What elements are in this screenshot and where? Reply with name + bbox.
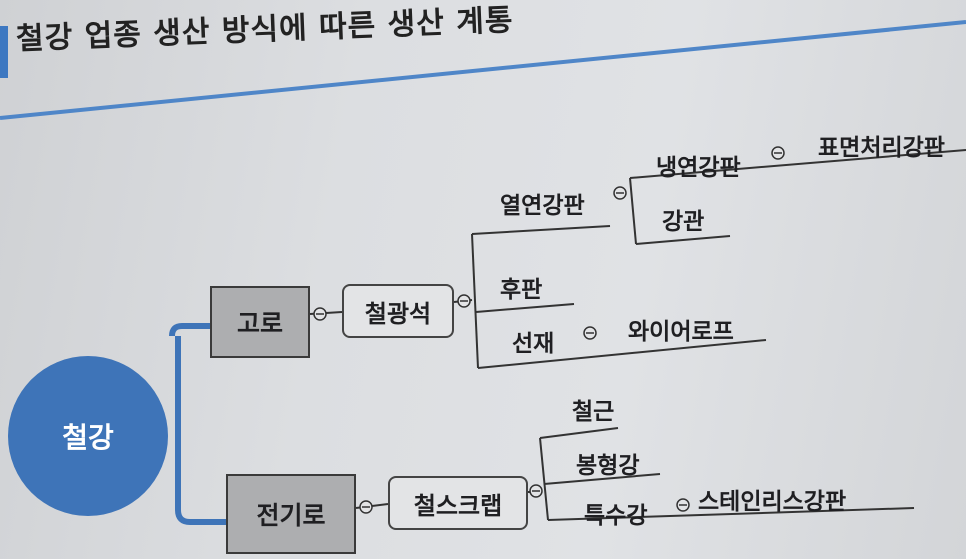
bracket-goro [471,233,479,369]
product-special-steel: 특수강 [584,503,648,529]
trunk-to-electric [175,336,226,525]
product-steel-pipe: 강관 [662,209,705,235]
underline-bar-section [543,473,661,485]
node-blast-furnace: 고로 [210,286,310,358]
node-scrap-label: 철스크랩 [413,491,503,520]
underline-pipe [635,235,731,245]
product-cold-rolled: 냉연강판 [656,155,741,181]
underline-rebar [539,427,619,439]
product-wire-rope: 와이어로프 [628,319,734,345]
bracket-electric [539,437,549,521]
underline-wire [477,339,767,369]
product-wire-rod: 선재 [512,331,555,357]
node-blast-furnace-label: 고로 [236,309,283,338]
title-underline [0,20,966,120]
trunk-to-goro [169,323,210,337]
node-scrap: 철스크랩 [388,476,528,530]
underline-plate [475,303,575,313]
title-accent-bar [0,26,8,78]
node-electric-furnace-label: 전기로 [256,501,326,530]
product-heavy-plate: 후판 [500,277,543,303]
product-surface-treated: 표면처리강판 [818,135,945,161]
product-stainless-sheet: 스테인리스강판 [698,489,847,515]
root-node-steel: 철강 [8,356,168,516]
underline-special [547,507,915,521]
underline-hot-rolled [471,225,611,235]
node-iron-ore: 철광석 [342,284,454,338]
underline-cold-rolled [629,149,966,179]
product-rebar: 철근 [572,399,615,425]
bracket-hot-rolled [629,177,637,245]
root-label: 철강 [62,421,114,454]
product-bar-section: 봉형강 [576,453,640,479]
node-electric-furnace: 전기로 [226,474,356,554]
node-iron-ore-label: 철광석 [364,299,432,328]
product-hot-rolled: 열연강판 [500,193,585,219]
